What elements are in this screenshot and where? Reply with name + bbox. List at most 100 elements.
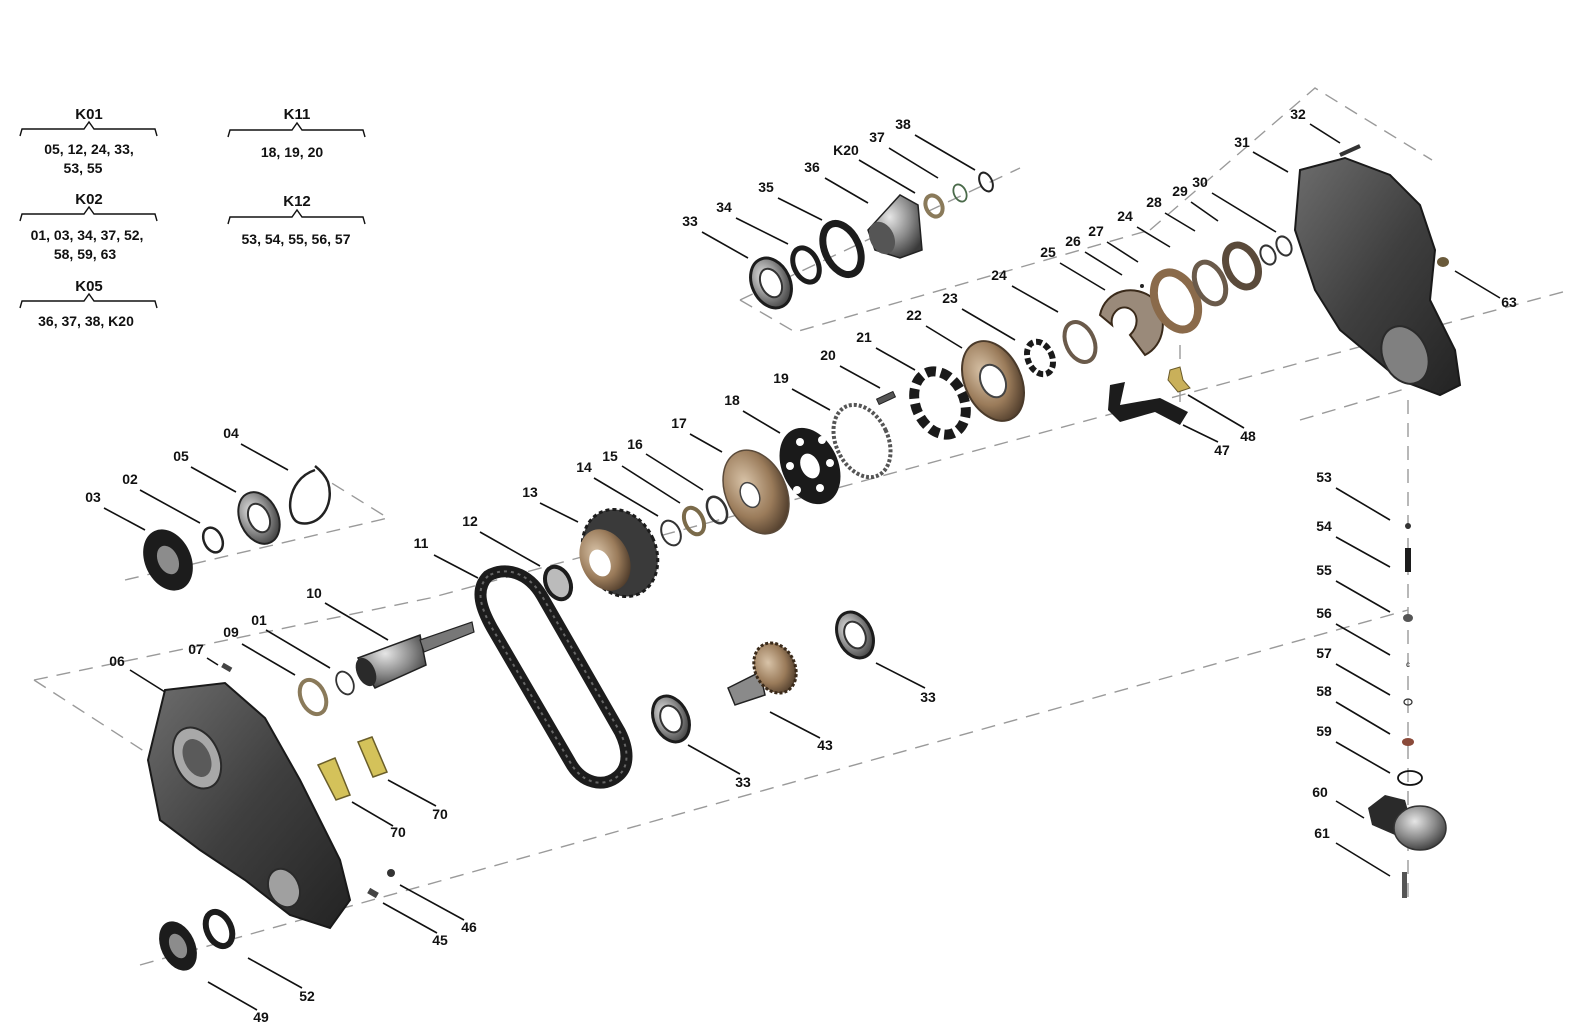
callout-label: 27: [1088, 223, 1104, 239]
callout-leader-line: [1164, 212, 1196, 232]
callout-leader-line: [791, 388, 831, 411]
callout-label: 55: [1316, 562, 1332, 578]
callout-leader-line: [875, 347, 916, 371]
callout-label: 56: [1316, 605, 1332, 621]
bearing-part: [237, 491, 281, 545]
kit-k02: K02 01, 03, 34, 37, 52, 58, 59, 63: [19, 191, 158, 262]
callout-leader-line: [324, 602, 389, 641]
actuator-part: [1402, 738, 1414, 746]
callout-leader-line: [265, 629, 331, 669]
callout-leader-line: [1011, 285, 1059, 313]
callout-leader-line: [1106, 241, 1139, 263]
callout-leader-line: [351, 801, 394, 827]
callout-label: 34: [716, 199, 732, 215]
input-shaft-part: [355, 621, 475, 689]
callout-label: 28: [1146, 194, 1162, 210]
callout-leader-line: [621, 465, 681, 504]
callout-leader-line: [925, 325, 963, 349]
callout-label: 70: [390, 824, 406, 840]
kit-items: 05, 12, 24, 33,: [44, 141, 134, 157]
callout-label: 15: [602, 448, 618, 464]
ring-part: [1191, 259, 1229, 307]
callout-leader-line: [1335, 487, 1391, 521]
callout-leader-line: [701, 231, 749, 259]
callout-leader-line: [129, 669, 166, 693]
bronze-disk-part: [1149, 268, 1203, 334]
callout-label: 59: [1316, 723, 1332, 739]
bearing-part: [651, 694, 691, 744]
callout-leader-line: [382, 902, 438, 934]
kit-title: K01: [75, 106, 103, 123]
callout-leader-line: [1136, 226, 1171, 248]
callout-leader-line: [1454, 270, 1501, 299]
callout-leader-line: [539, 502, 579, 523]
kit-title: K05: [75, 278, 103, 295]
callout-label: 46: [461, 919, 477, 935]
output-flange-part: [867, 194, 923, 259]
callout-label: 13: [522, 484, 538, 500]
actuator-part: [1403, 614, 1413, 622]
callout-leader-line: [1059, 262, 1106, 291]
gear-sector-part: [1098, 284, 1164, 357]
actuator-part: c: [1406, 660, 1410, 669]
guide-shoe-part: [356, 736, 389, 778]
callout-leader-line: [1335, 800, 1365, 819]
callout-label: 52: [299, 988, 315, 1004]
snap-ring-part: [201, 526, 225, 554]
cam-disk-part: [961, 340, 1025, 422]
callout-leader-line: [1335, 842, 1391, 877]
callouts: 0102030405060709101112131415161718192021…: [85, 106, 1517, 1025]
callout-label: 70: [432, 806, 448, 822]
callout-label: 14: [576, 459, 592, 475]
callout-label: 33: [920, 689, 936, 705]
callout-leader-line: [1187, 394, 1245, 429]
callout-leader-line: [1084, 251, 1123, 276]
front-housing-part: [146, 681, 352, 930]
kit-k11: K11 18, 19, 20: [227, 106, 366, 160]
plug-part: [1437, 257, 1449, 267]
bracket-part: [1167, 366, 1191, 393]
callout-leader-line: [689, 433, 723, 453]
callout-label: 22: [906, 307, 922, 323]
shift-lever-part: [1108, 382, 1188, 425]
callout-leader-line: [858, 159, 916, 194]
o-ring-part: [978, 171, 994, 193]
kit-brace: [19, 292, 158, 309]
callout-leader-line: [139, 489, 201, 524]
callout-label: 36: [804, 159, 820, 175]
serrated-ring-part: [831, 402, 893, 480]
actuator-motor-part: [1368, 795, 1447, 851]
callout-label: 10: [306, 585, 322, 601]
callout-leader-line: [1335, 536, 1391, 568]
callout-leader-line: [1309, 123, 1341, 144]
callout-label: 01: [251, 612, 267, 628]
callout-label: 35: [758, 179, 774, 195]
callout-label: 06: [109, 653, 125, 669]
holed-plate-part: [779, 427, 841, 505]
callout-label: 38: [895, 116, 911, 132]
callout-label: 16: [627, 436, 643, 452]
callout-label: 11: [414, 535, 429, 551]
actuator-bolt-part: [1402, 872, 1407, 898]
callout-label: 57: [1316, 645, 1332, 661]
callout-label: 32: [1290, 106, 1306, 122]
callout-leader-line: [645, 453, 704, 491]
callout-label: 61: [1314, 825, 1330, 841]
drive-chain-part: [474, 565, 633, 789]
kit-brace: [227, 121, 366, 138]
callout-leader-line: [207, 981, 258, 1011]
gear-shaft-part: [727, 641, 798, 706]
cage-part: [909, 366, 971, 440]
callout-label: K20: [833, 142, 859, 158]
callout-label: 30: [1192, 174, 1208, 190]
callout-label: 21: [856, 329, 872, 345]
callout-label: 17: [671, 415, 687, 431]
o-ring-part: [952, 183, 968, 203]
callout-leader-line: [961, 308, 1016, 341]
ring-part: [660, 519, 682, 547]
seal-ring-part: [202, 908, 236, 950]
callout-label: 12: [462, 513, 478, 529]
callout-label: 25: [1040, 244, 1056, 260]
kit-title: K12: [283, 193, 311, 210]
